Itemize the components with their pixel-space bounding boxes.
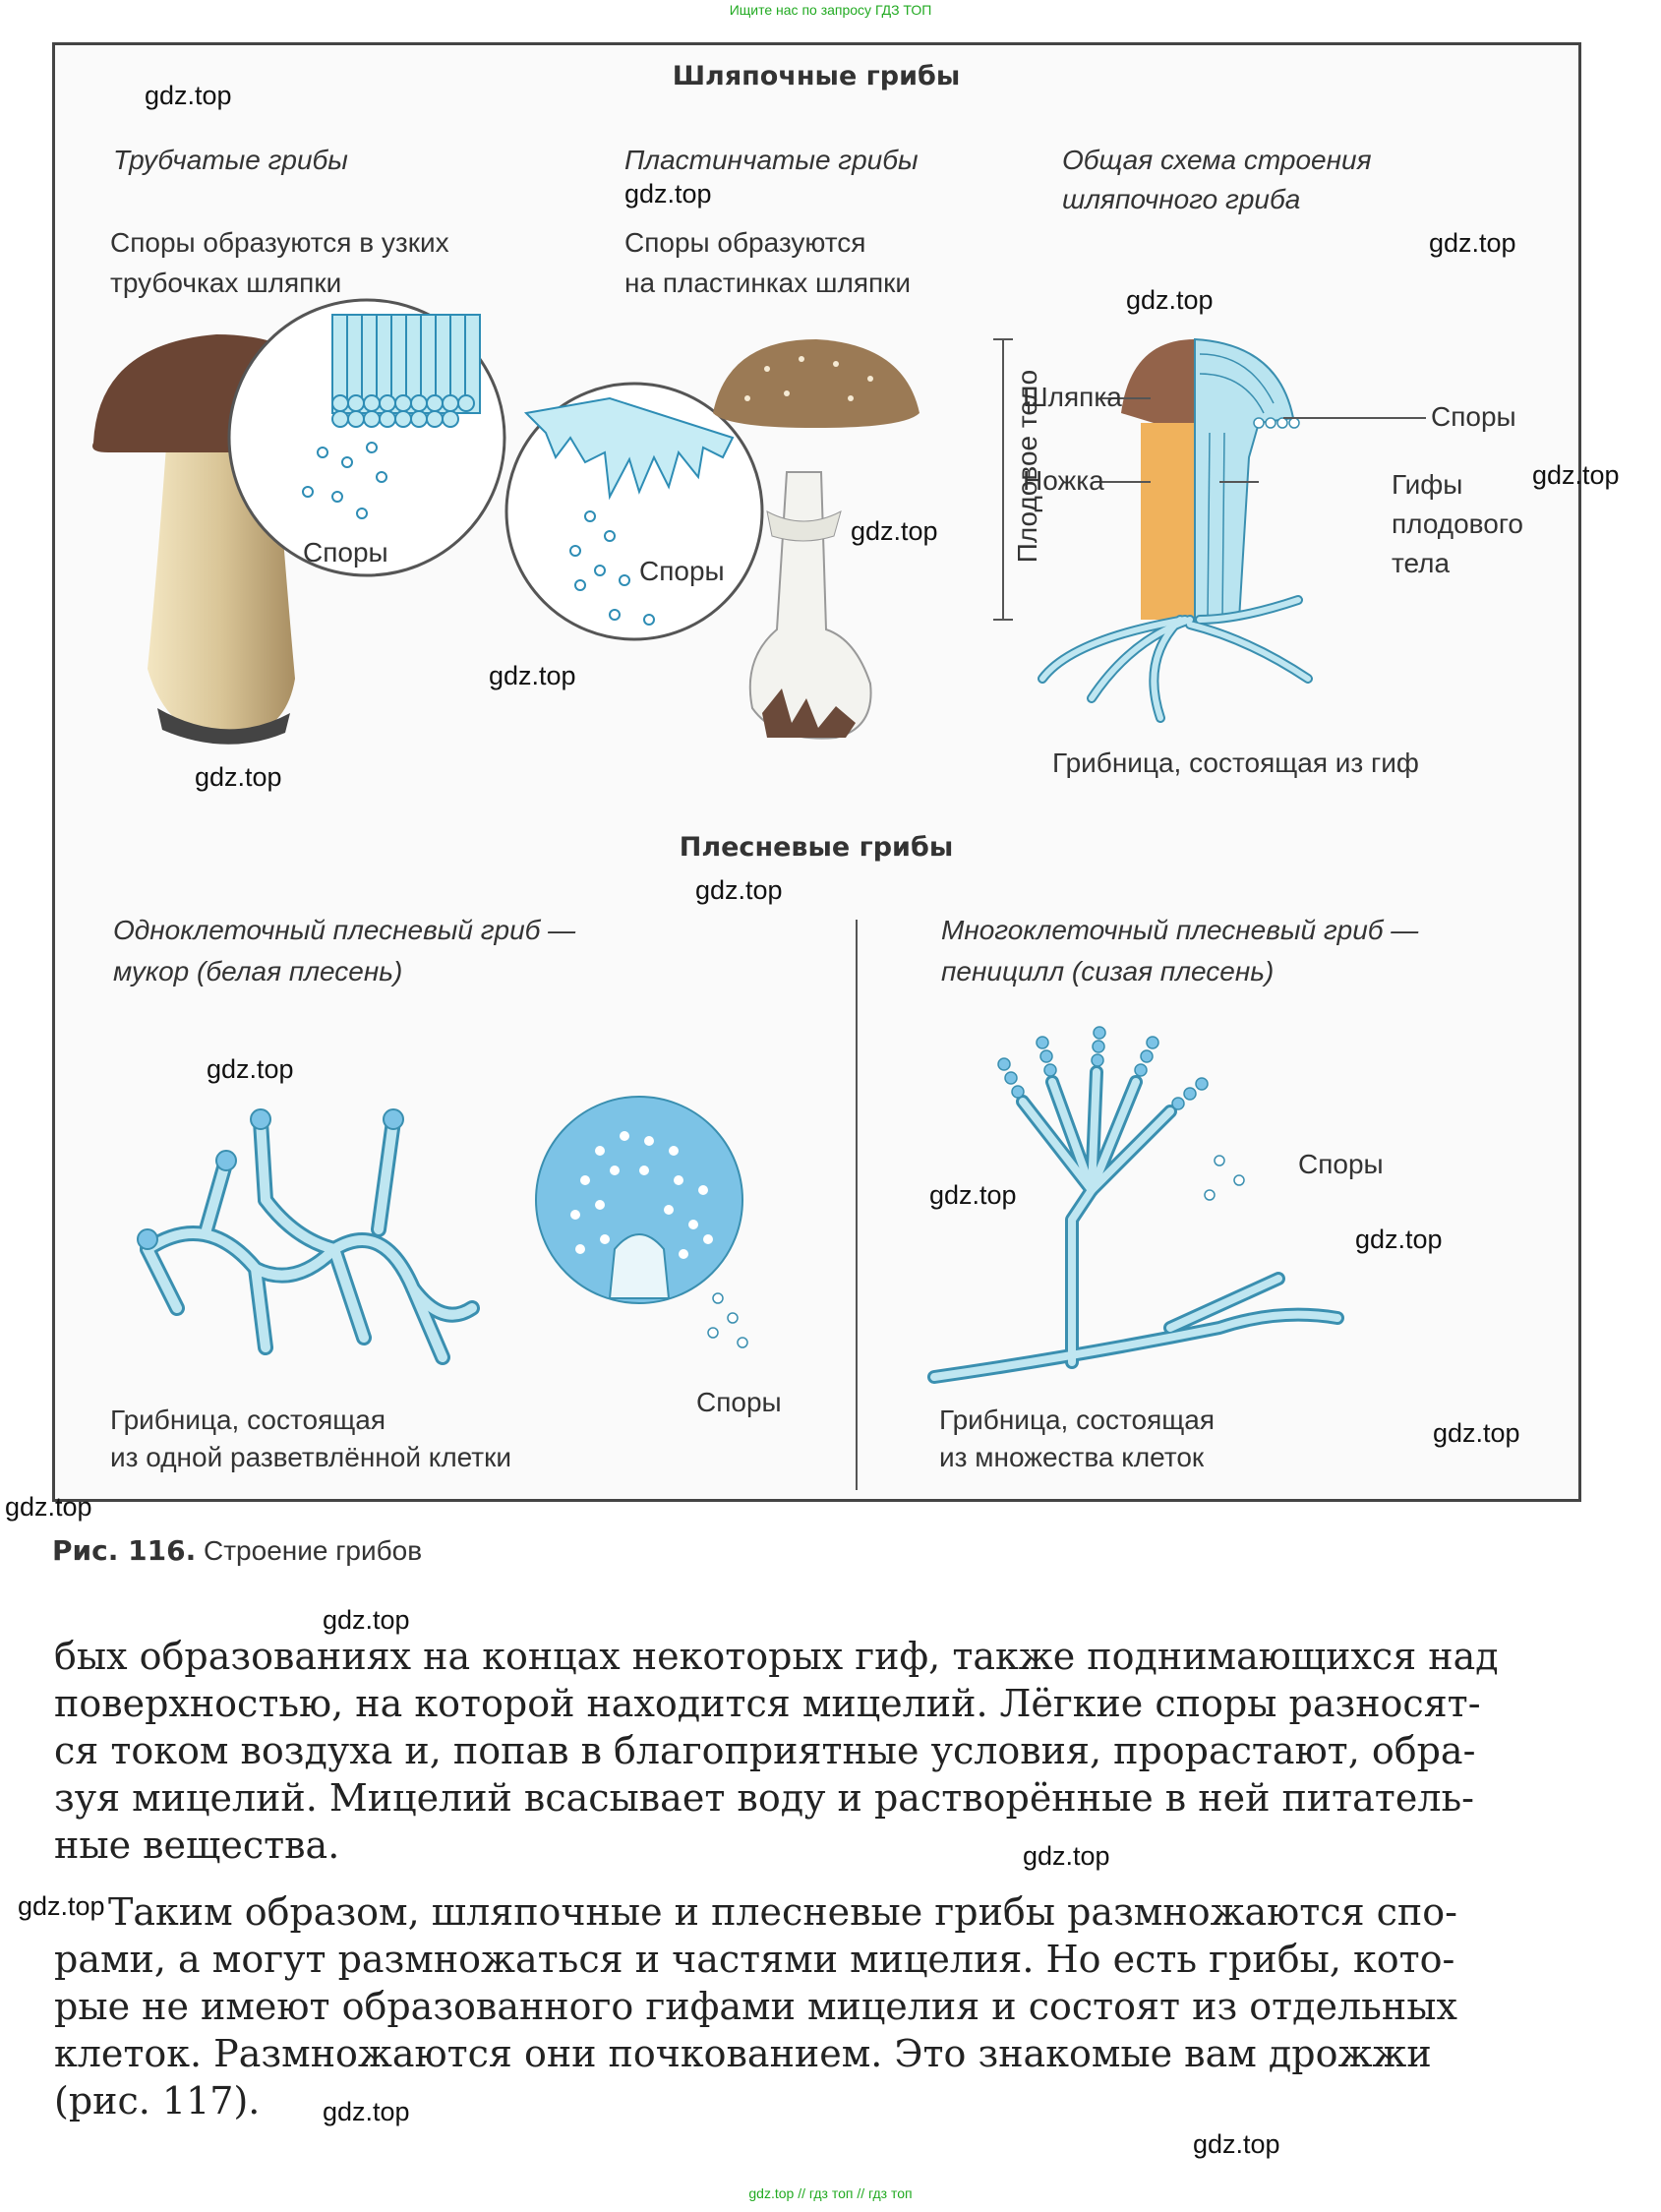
mucor-title-1: Одноклеточный плесневый гриб — [113, 915, 576, 945]
scheme-spores-label: Споры [1431, 401, 1516, 432]
mucor-desc-1: Грибница, состоящая [110, 1405, 386, 1435]
watermark: gdz.top [207, 1054, 294, 1084]
tubular-desc-1: Споры образуются в узких [110, 227, 449, 258]
watermark: gdz.top [5, 1492, 92, 1522]
watermark: gdz.top [929, 1180, 1017, 1210]
text-line: ные вещества. [54, 1823, 340, 1867]
text-line: рами, а могут размножаться и частями миц… [54, 1938, 1455, 1981]
penicillium-title-2: пеницилл (сизая плесень) [941, 956, 1275, 986]
mucor-mycelium-illustration [137, 1108, 480, 1365]
lamellar-desc-2: на пластинках шляпки [624, 268, 912, 298]
body-paragraph-2: Таким образом, шляпочные и плесневые гри… [54, 1888, 1578, 2124]
caption-text: Строение грибов [204, 1535, 423, 1566]
text-line: клеток. Размножаются они почкованием. Эт… [54, 2032, 1432, 2075]
lamellar-desc-1: Споры образуются [624, 227, 866, 258]
footer-note: gdz.top // гдз топ // гдз топ [748, 2185, 913, 2201]
tubular-desc-2: трубочках шляпки [110, 268, 342, 298]
watermark: gdz.top [695, 875, 783, 905]
mold-divider [856, 920, 858, 1490]
watermark: gdz.top [1126, 285, 1214, 315]
mucor-spores-label: Споры [696, 1387, 782, 1417]
mycelium-label: Грибница, состоящая из гиф [1052, 747, 1419, 778]
cap-label: Шляпка [1023, 382, 1122, 412]
figure-caption: Рис. 116. Строение грибов [52, 1534, 422, 1567]
mucor-title-2: мукор (белая плесень) [113, 956, 403, 986]
figure-frame [52, 42, 1581, 1502]
caption-number: Рис. 116. [52, 1534, 197, 1567]
lamellar-mushroom-illustration [713, 339, 919, 740]
watermark: gdz.top [1193, 2129, 1280, 2159]
watermark: gdz.top [145, 81, 232, 110]
watermark: gdz.top [1023, 1841, 1110, 1871]
watermark: gdz.top [195, 762, 282, 792]
tubular-title: Трубчатые грибы [113, 145, 348, 175]
watermark: gdz.top [851, 516, 938, 546]
cap-mushroom-scheme [993, 337, 1426, 723]
penicillium-desc-1: Грибница, состоящая [939, 1405, 1216, 1435]
lamellar-spores-label: Споры [639, 556, 725, 586]
hyphae-label-1: Гифы [1392, 469, 1463, 500]
tubular-magnified-view [227, 298, 506, 577]
body-paragraph-1: бых образованиях на концах некоторых гиф… [54, 1633, 1578, 1869]
lamellar-magnified-view [504, 382, 764, 641]
watermark: gdz.top [1433, 1418, 1520, 1448]
text-line: Таким образом, шляпочные и плесневые гри… [108, 1890, 1457, 1934]
scheme-title-1: Общая схема строения [1062, 145, 1372, 175]
text-line: (рис. 117). [54, 2079, 261, 2122]
watermark: gdz.top [323, 2097, 410, 2126]
watermark: gdz.top [18, 1891, 105, 1921]
fruit-body-label: Плодовое тело [1012, 369, 1042, 564]
hyphae-label-3: тела [1392, 548, 1451, 578]
hyphae-label-2: плодового [1392, 508, 1523, 539]
penicillium-title-1: Многоклеточный плесневый гриб — [941, 915, 1419, 945]
text-line: ся током воздуха и, попав в благоприятны… [54, 1729, 1476, 1772]
mucor-desc-2: из одной разветвлённой клетки [110, 1442, 512, 1472]
mucor-sporangium-illustration [535, 1096, 748, 1348]
watermark: gdz.top [1429, 228, 1516, 258]
header-note: Ищите нас по запросу ГДЗ ТОП [729, 2, 932, 18]
stem-label: Ножка [1023, 465, 1104, 496]
watermark: gdz.top [1532, 460, 1620, 490]
watermark: gdz.top [624, 179, 712, 209]
text-line: рые не имеют образованного гифами мицели… [54, 1985, 1457, 2028]
mold-fungi-heading: Плесневые грибы [679, 832, 954, 863]
penicillium-illustration [927, 1026, 1344, 1384]
tubular-spores-label: Споры [303, 537, 388, 568]
watermark: gdz.top [489, 661, 576, 690]
text-line: поверхностью, на которой находится мицел… [54, 1682, 1481, 1725]
penicillium-desc-2: из множества клеток [939, 1442, 1205, 1472]
watermark: gdz.top [323, 1605, 410, 1635]
text-line: зуя мицелий. Мицелий всасывает воду и ра… [54, 1776, 1474, 1820]
scheme-title-2: шляпочного гриба [1062, 184, 1301, 214]
text-line: бых образованиях на концах некоторых гиф… [54, 1635, 1499, 1678]
watermark: gdz.top [1355, 1225, 1443, 1254]
cap-fungi-heading: Шляпочные грибы [672, 61, 961, 91]
penicillium-spores-label: Споры [1298, 1149, 1384, 1179]
lamellar-title: Пластинчатые грибы [624, 145, 919, 175]
